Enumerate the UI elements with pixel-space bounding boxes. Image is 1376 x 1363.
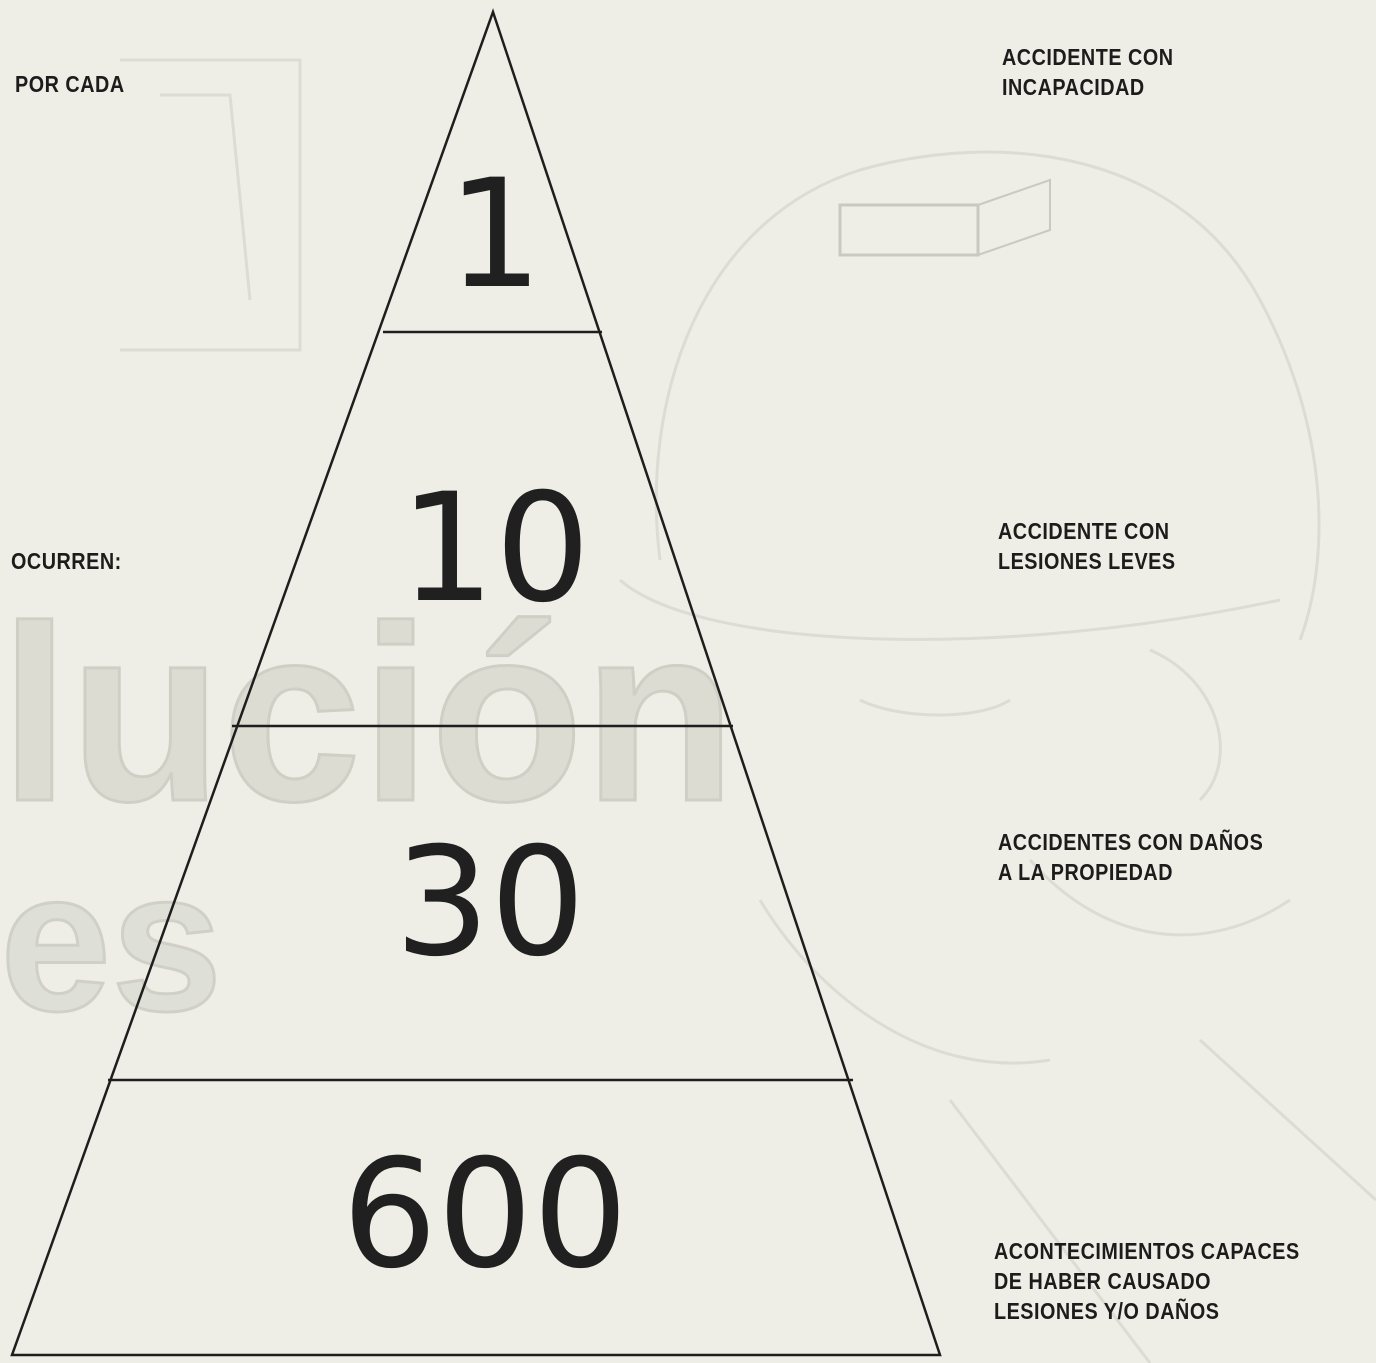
tier-1-line-2: INCAPACIDAD xyxy=(1002,72,1174,102)
tier-2-number: 10 xyxy=(390,474,600,624)
tier-3-description: ACCIDENTES CON DAÑOS A LA PROPIEDAD xyxy=(998,827,1263,887)
tier-2-description: ACCIDENTE CON LESIONES LEVES xyxy=(998,516,1176,576)
tier-1-line-1: ACCIDENTE CON xyxy=(1002,42,1174,72)
por-cada-label: POR CADA xyxy=(15,69,125,99)
tier-1-description: ACCIDENTE CON INCAPACIDAD xyxy=(1002,42,1174,102)
tier-4-line-1: ACONTECIMIENTOS CAPACES xyxy=(994,1236,1300,1266)
tier-3-line-1: ACCIDENTES CON DAÑOS xyxy=(998,827,1263,857)
tier-1-number: 1 xyxy=(420,160,570,310)
tier-4-description: ACONTECIMIENTOS CAPACES DE HABER CAUSADO… xyxy=(994,1236,1300,1326)
tier-2-line-2: LESIONES LEVES xyxy=(998,546,1176,576)
tier-2-line-1: ACCIDENTE CON xyxy=(998,516,1176,546)
tier-4-line-2: DE HABER CAUSADO xyxy=(994,1266,1300,1296)
tier-3-line-2: A LA PROPIEDAD xyxy=(998,857,1263,887)
tier-4-number: 600 xyxy=(300,1140,670,1290)
tier-3-number: 30 xyxy=(370,828,610,978)
ocurren-label: OCURREN: xyxy=(11,546,122,576)
tier-4-line-3: LESIONES Y/O DAÑOS xyxy=(994,1296,1300,1326)
